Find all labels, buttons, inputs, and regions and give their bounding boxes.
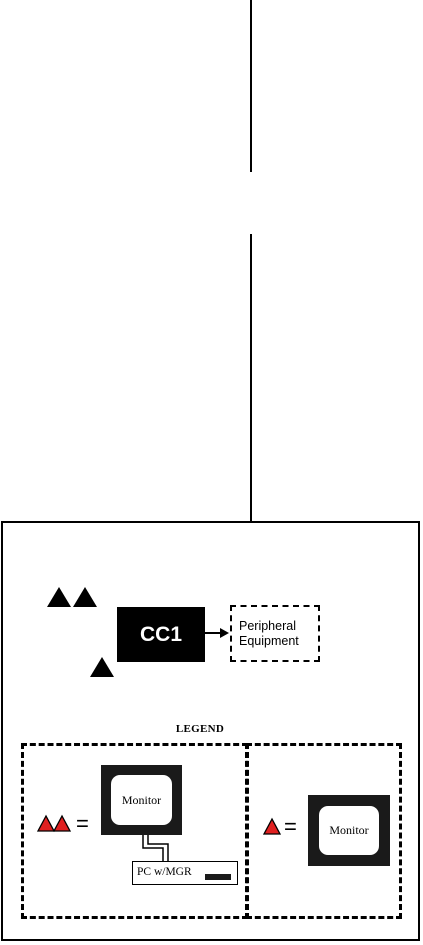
cable-line-top <box>250 0 252 172</box>
peripheral-equipment-node: Peripheral Equipment <box>230 605 320 662</box>
room-boundary <box>1 521 420 941</box>
legend-panel-right <box>246 743 402 919</box>
cc1-node: CC1 <box>117 607 205 662</box>
legend-right-monitor-screen: Monitor <box>319 806 379 855</box>
red-triangle-icon <box>52 814 72 832</box>
pc-drive-slot <box>205 874 231 880</box>
arrowhead-icon <box>220 628 229 638</box>
pc-with-mgr-box: PC w/MGR <box>132 861 238 885</box>
triangle-marker-icon <box>90 657 114 677</box>
red-triangle-icon <box>262 817 282 835</box>
legend-left-markers <box>36 814 72 832</box>
legend-left-monitor-label: Monitor <box>121 792 162 807</box>
triangle-marker-icon <box>47 587 71 607</box>
cable-line-middle <box>250 234 252 522</box>
legend-title: LEGEND <box>175 723 225 735</box>
pc-label: PC w/MGR <box>137 866 192 878</box>
legend-right-monitor: Monitor <box>308 795 390 866</box>
legend-right-equals: = <box>284 814 297 839</box>
triangle-marker-icon <box>73 587 97 607</box>
legend-left-monitor: Monitor <box>101 765 182 835</box>
red-triangle-icon <box>36 814 56 832</box>
peripheral-label-line2: Equipment <box>239 633 299 648</box>
legend-left-monitor-screen: Monitor <box>111 775 172 825</box>
legend-left-equals: = <box>76 811 89 836</box>
peripheral-label-line1: Peripheral <box>239 618 296 633</box>
legend-right-monitor-label: Monitor <box>329 823 369 837</box>
cc1-label: CC1 <box>139 622 182 646</box>
legend-right-markers <box>262 817 282 835</box>
